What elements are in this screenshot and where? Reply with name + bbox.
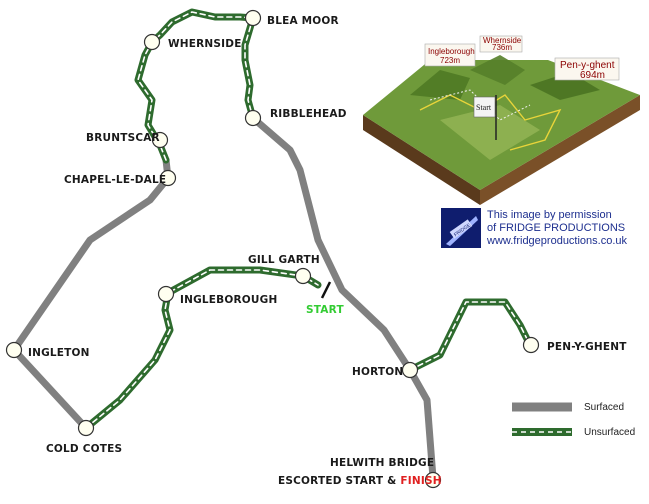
node-blea-moor[interactable] xyxy=(244,9,262,27)
route-nodes xyxy=(5,9,540,489)
inset-whernside-height: 736m xyxy=(492,43,512,52)
inset-valley xyxy=(440,105,540,160)
node-gill-garth[interactable] xyxy=(294,267,312,285)
label-cold-cotes: COLD COTES xyxy=(46,443,122,455)
inset-route-yellow xyxy=(419,94,562,151)
label-whernside: WHERNSIDE xyxy=(168,38,242,50)
inset-penyghent-label: Pen-y-ghent xyxy=(560,60,615,71)
label-gill-garth: GILL GARTH xyxy=(248,254,320,266)
label-horton: HORTON xyxy=(352,366,403,378)
inset-tag-ingleborough xyxy=(424,43,476,67)
label-escorted: ESCORTED START & xyxy=(278,475,400,487)
node-horton[interactable] xyxy=(401,361,419,379)
road-ingleton-cold-cotes xyxy=(10,346,90,432)
node-pen-y-ghent[interactable] xyxy=(522,336,540,354)
inset-ingleborough-label: Ingleborough xyxy=(428,47,475,56)
label-ingleborough: INGLEBOROUGH xyxy=(180,294,277,306)
label-bruntscar: BRUNTSCAR xyxy=(86,132,160,144)
road-ingleton-chapel xyxy=(10,156,172,354)
inset-hill-1 xyxy=(410,70,470,100)
label-ribblehead: RIBBLEHEAD xyxy=(270,108,347,120)
credit-badge-plate xyxy=(449,219,473,239)
credit-line3[interactable]: www.fridgeproductions.co.uk xyxy=(486,235,628,247)
legend: Surfaced Unsurfaced xyxy=(512,402,635,438)
node-helwith-bridge[interactable] xyxy=(424,471,442,489)
inset-route-white xyxy=(429,89,531,121)
inset-tag-penyghent xyxy=(554,57,620,81)
label-start: START xyxy=(306,304,344,316)
inset-hill-2 xyxy=(470,55,525,85)
label-ingleton: INGLETON xyxy=(28,347,90,359)
node-ribblehead[interactable] xyxy=(244,109,262,127)
label-escorted-start: ESCORTED START & FINISH xyxy=(278,475,442,487)
label-helwith-bridge: HELWITH BRIDGE xyxy=(330,457,434,469)
inset-tag-whernside xyxy=(479,35,523,53)
label-blea-moor: BLEA MOOR xyxy=(267,15,339,27)
credit-block: FRIDGE This image by permission of FRIDG… xyxy=(441,208,628,248)
credit-line1: This image by permission xyxy=(487,209,612,221)
node-ingleton[interactable] xyxy=(5,341,23,359)
inset-ingleborough-height: 723m xyxy=(440,56,460,65)
place-labels: BLEA MOOR WHERNSIDE RIBBLEHEAD BRUNTSCAR… xyxy=(28,15,627,487)
inset-side-right xyxy=(480,95,640,205)
inset-start-text: Start xyxy=(476,103,492,112)
label-pen-y-ghent: PEN-Y-GHENT xyxy=(547,341,627,353)
inset-side-left xyxy=(363,115,480,205)
start-line-marker xyxy=(320,281,332,299)
legend-unsurfaced-label: Unsurfaced xyxy=(584,427,635,438)
node-ingleborough[interactable] xyxy=(157,285,175,303)
terrain-inset: Start Ingleborough 723m Whernside 736m P… xyxy=(363,35,640,205)
label-chapel-le-dale: CHAPEL-LE-DALE xyxy=(64,174,166,186)
label-finish: FINISH xyxy=(400,475,441,487)
inset-hill-3 xyxy=(530,72,600,100)
inset-penyghent-height: 694m xyxy=(580,70,605,81)
credit-line2: of FRIDGE PRODUCTIONS xyxy=(487,222,625,234)
inset-whernside-label: Whernside xyxy=(483,36,522,45)
inset-start-flag xyxy=(473,96,496,118)
legend-surfaced-label: Surfaced xyxy=(584,402,624,413)
road-ribblehead-helwith xyxy=(249,114,437,482)
node-bruntscar[interactable] xyxy=(151,131,169,149)
node-cold-cotes[interactable] xyxy=(77,419,95,437)
node-whernside[interactable] xyxy=(143,33,161,51)
node-chapel-le-dale[interactable] xyxy=(159,169,177,187)
